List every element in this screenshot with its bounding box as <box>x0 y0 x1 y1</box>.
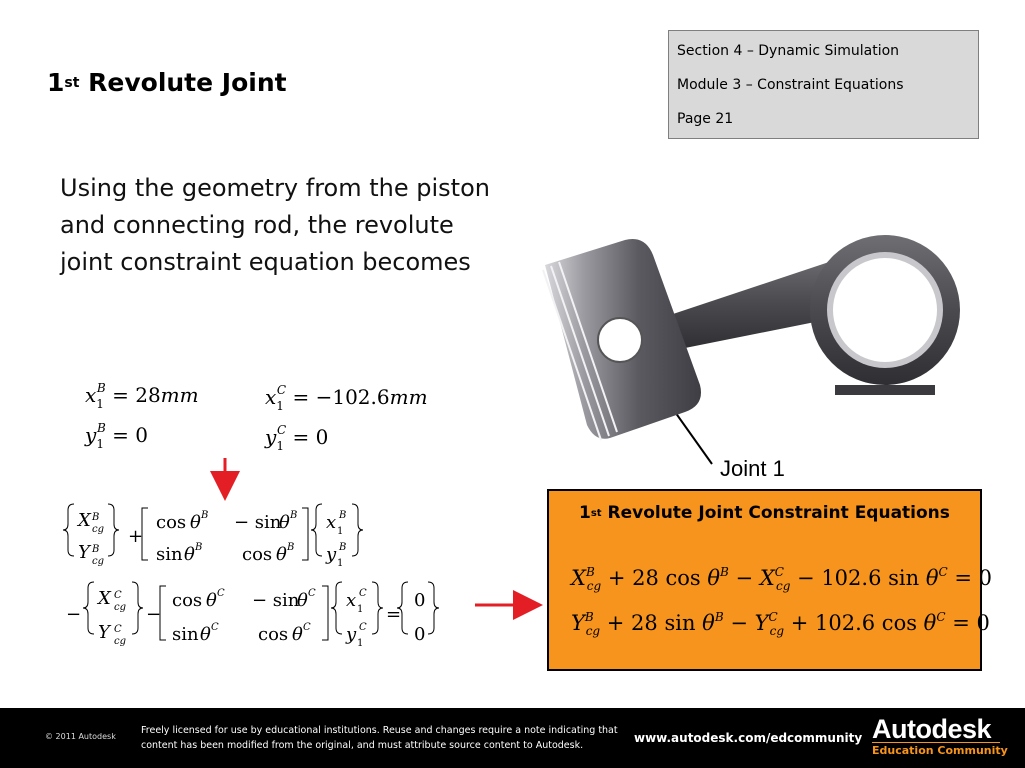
constraint-equation-y: YBcg + 28 sin θB − YCcg + 102.6 cos θC =… <box>571 610 990 638</box>
section-info-box: Section 4 – Dynamic Simulation Module 3 … <box>668 30 979 139</box>
svg-text:θ: θ <box>279 512 290 533</box>
svg-text:B: B <box>286 542 294 553</box>
xB-equation: x1B = 28mm <box>85 381 199 411</box>
svg-text:θ: θ <box>276 544 287 565</box>
constraint-equations-box: 1st Revolute Joint Constraint Equations … <box>547 489 992 671</box>
svg-text:y: y <box>325 544 337 565</box>
svg-text:cos: cos <box>156 512 186 533</box>
footer-bar: © 2011 Autodesk Freely licensed for use … <box>0 708 1025 768</box>
svg-text:C: C <box>114 590 122 601</box>
svg-text:1: 1 <box>357 604 363 615</box>
constraint-equation-x: XBcg + 28 cos θB − XCcg − 102.6 sin θC =… <box>571 565 992 593</box>
svg-text:+: + <box>128 526 143 547</box>
svg-text:1: 1 <box>357 638 363 649</box>
svg-text:θ: θ <box>190 512 201 533</box>
svg-text:B: B <box>194 542 202 553</box>
section-label: Section 4 – Dynamic Simulation <box>677 43 900 59</box>
joint-label: Joint 1 <box>720 456 785 481</box>
svg-text:−: − <box>146 604 161 625</box>
svg-text:B: B <box>338 510 346 521</box>
module-label: Module 3 – Constraint Equations <box>677 77 904 93</box>
svg-text:sin: sin <box>156 544 183 565</box>
svg-text:C: C <box>211 622 219 633</box>
svg-text:C: C <box>359 622 367 633</box>
autodesk-logo: Autodesk <box>872 714 992 744</box>
svg-text:C: C <box>359 588 367 599</box>
logo-divider <box>872 742 1000 743</box>
xC-equation: x1C = −102.6mm <box>265 383 428 413</box>
svg-text:− sin: − sin <box>234 512 282 533</box>
svg-text:=: = <box>386 604 401 625</box>
svg-text:cos: cos <box>258 624 288 645</box>
svg-text:C: C <box>308 588 316 599</box>
yB-equation: y1B = 0 <box>85 421 148 451</box>
svg-text:θ: θ <box>206 590 217 611</box>
svg-text:X: X <box>96 588 112 609</box>
svg-text:x: x <box>326 512 336 533</box>
svg-text:Y: Y <box>78 542 92 563</box>
svg-text:sin: sin <box>172 624 199 645</box>
svg-text:cg: cg <box>114 602 126 613</box>
svg-text:θ: θ <box>184 544 195 565</box>
body-paragraph: Using the geometry from the piston and c… <box>60 174 490 276</box>
svg-text:1: 1 <box>337 558 343 569</box>
svg-text:X: X <box>76 510 92 531</box>
svg-text:B: B <box>91 512 99 523</box>
slide-title: 1st Revolute Joint <box>47 68 287 97</box>
yC-equation: y1C = 0 <box>265 423 329 453</box>
svg-text:C: C <box>303 622 311 633</box>
svg-text:y: y <box>345 624 357 645</box>
piston-rod-illustration <box>542 235 960 441</box>
svg-text:θ: θ <box>200 624 211 645</box>
svg-text:− sin: − sin <box>252 590 300 611</box>
svg-text:B: B <box>200 510 208 521</box>
svg-text:B: B <box>91 544 99 555</box>
svg-text:cos: cos <box>242 544 272 565</box>
svg-text:−: − <box>66 604 81 625</box>
svg-text:cos: cos <box>172 590 202 611</box>
svg-text:0: 0 <box>414 590 425 611</box>
page-number: Page 21 <box>677 111 734 127</box>
svg-text:Y: Y <box>98 622 112 643</box>
svg-text:B: B <box>289 510 297 521</box>
constraint-equations-title: 1st Revolute Joint Constraint Equations <box>579 503 950 523</box>
license-text: Freely licensed for use by educational i… <box>141 725 618 751</box>
svg-text:x: x <box>346 590 356 611</box>
svg-text:cg: cg <box>114 636 126 647</box>
svg-text:C: C <box>114 624 122 635</box>
svg-text:cg: cg <box>92 556 104 567</box>
education-community-label: Education Community <box>872 744 1008 757</box>
community-link[interactable]: www.autodesk.com/edcommunity <box>634 731 863 745</box>
svg-text:0: 0 <box>414 624 425 645</box>
svg-text:θ: θ <box>292 624 303 645</box>
svg-text:B: B <box>338 542 346 553</box>
svg-text:C: C <box>217 588 225 599</box>
svg-text:cg: cg <box>92 524 104 535</box>
svg-text:1: 1 <box>337 526 343 537</box>
copyright-text: © 2011 Autodesk <box>45 732 116 741</box>
svg-text:θ: θ <box>297 590 308 611</box>
